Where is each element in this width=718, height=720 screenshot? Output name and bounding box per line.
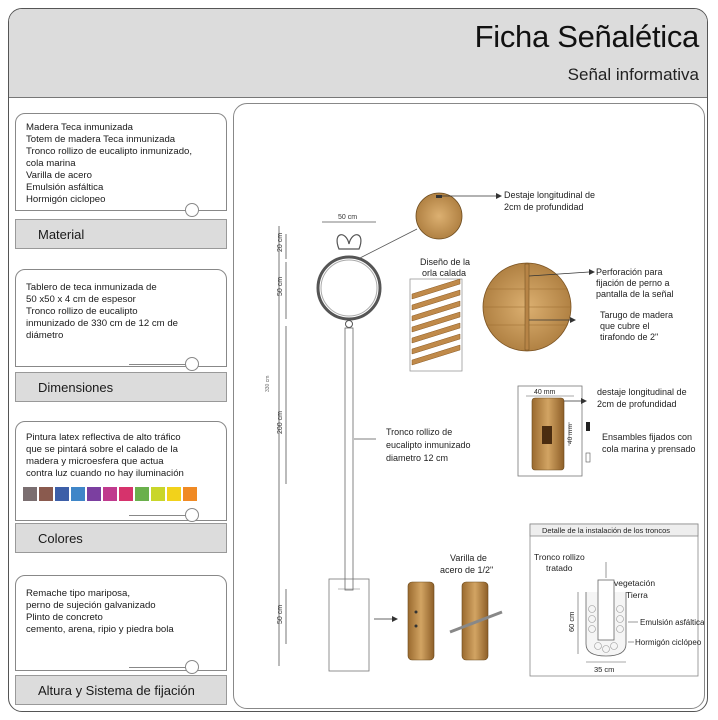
destaje2-text-2: 2cm de profundidad <box>597 399 677 409</box>
fixing-line: perno de sujeción galvanizado <box>26 600 156 611</box>
install-vegetacion: vegetación <box>614 578 655 588</box>
dimensions-line: Tronco rollizo de eucalipto <box>26 306 138 317</box>
destaje-text-2: 2cm de profundidad <box>504 202 584 212</box>
tarugo-text-1: Tarugo de madera <box>600 310 673 320</box>
material-line: Varilla de acero <box>26 170 92 181</box>
material-label: Material <box>15 219 227 249</box>
color-swatch <box>71 487 85 501</box>
dimensions-label: Dimensiones <box>15 372 227 402</box>
color-swatch <box>135 487 149 501</box>
dimension-rail <box>278 226 287 666</box>
dim-50a-label: 50 cm <box>277 277 284 296</box>
varilla-text-2: acero de 1/2" <box>440 565 493 575</box>
color-swatch <box>183 487 197 501</box>
spec-sheet: Ficha Señalética Señal informativa Mader… <box>8 8 708 712</box>
divider <box>129 364 189 365</box>
tronco-text-3: diametro 12 cm <box>386 453 448 463</box>
divider <box>129 210 189 211</box>
install-60-label: 60 cm <box>567 612 576 632</box>
divider <box>129 667 189 668</box>
ensambles-text-2: cola marina y prensado <box>602 444 696 454</box>
perforacion-text-1: Perforación para <box>596 267 663 277</box>
perforacion-text-3: pantalla de la señal <box>596 289 674 299</box>
tarugo-text-2: que cubre el <box>600 321 650 331</box>
colors-panel: Pintura latex reflectiva de alto tráfico… <box>15 421 227 521</box>
page-title: Ficha Señalética <box>474 19 700 54</box>
steel-rod <box>449 610 503 634</box>
destaje-text-1: Destaje longitudinal de <box>504 190 595 200</box>
diagram-panel: 330 cm 20 cm 50 cm 200 cm 50 cm 50 cm <box>233 103 705 709</box>
color-swatch <box>55 487 69 501</box>
install-tronco-2: tratado <box>546 563 573 573</box>
tronco-text-1: Tronco rollizo de <box>386 427 452 437</box>
colors-line: que se pintará sobre el calado de la <box>26 444 179 455</box>
page-subtitle: Señal informativa <box>567 65 699 84</box>
install-35-label: 35 cm <box>594 665 614 674</box>
material-panel: Madera Teca inmunizada Totem de madera T… <box>15 113 227 211</box>
install-detail-title: Detalle de la instalación de los troncos <box>542 526 670 535</box>
color-swatch <box>167 487 181 501</box>
dim-40a-label: 40 mm <box>534 389 556 396</box>
material-line: Tronco rollizo de eucalipto inmunizado, <box>26 146 193 157</box>
color-swatch <box>151 487 165 501</box>
destaje-disc <box>415 192 463 240</box>
install-hormigon: Hormigón ciclópeo <box>635 638 702 647</box>
material-line: Madera Teca inmunizada <box>26 122 134 133</box>
color-swatch <box>39 487 53 501</box>
colors-line: Pintura latex reflectiva de alto tráfico <box>26 432 181 443</box>
fixing-panel: Remache tipo mariposa, perno de sujeción… <box>15 575 227 671</box>
install-tronco-1: Tronco rollizo <box>534 552 585 562</box>
dim-40b-label: 40 mm <box>567 424 574 444</box>
panel-knob <box>185 203 199 217</box>
orla-text-2: orla calada <box>422 268 466 278</box>
color-swatch <box>87 487 101 501</box>
colors-line: contra luz cuando no hay iluminación <box>26 468 184 479</box>
fixing-line: Remache tipo mariposa, <box>26 588 130 599</box>
dimensions-panel: Tablero de teca inmunizada de 50 x50 x 4… <box>15 269 227 367</box>
colors-label: Colores <box>15 523 227 553</box>
signage-diagram: 330 cm 20 cm 50 cm 200 cm 50 cm 50 cm <box>265 190 705 677</box>
dim-50b-label: 50 cm <box>277 605 284 624</box>
panel-knob <box>185 357 199 371</box>
dimensions-line: diámetro <box>26 330 64 341</box>
dim-200-label: 200 cm <box>277 411 284 434</box>
install-tierra: Tierra <box>626 590 648 600</box>
panel-knob <box>185 660 199 674</box>
tronco-text-2: eucalipto inmunizado <box>386 440 471 450</box>
rod-log-1 <box>407 581 435 661</box>
fixing-line: cemento, arena, ripio y piedra bola <box>26 624 174 635</box>
destaje2-text-1: destaje longitudinal de <box>597 387 687 397</box>
totem-drawing <box>316 234 382 672</box>
material-line: Hormigón ciclopeo <box>26 194 106 205</box>
color-swatch <box>23 487 37 501</box>
perforacion-text-2: fijación de perno a <box>596 278 670 288</box>
tarugo-text-3: tirafondo de 2" <box>600 332 658 342</box>
orla-text-1: Diseño de la <box>420 257 470 267</box>
dim-20-label: 20 cm <box>277 233 284 252</box>
fixing-label: Altura y Sistema de fijación <box>15 675 227 705</box>
dim-total-label: 330 cm <box>265 376 271 392</box>
ensambles-text-1: Ensambles fijados con <box>602 432 692 442</box>
varilla-text-1: Varilla de <box>450 553 487 563</box>
divider <box>129 515 189 516</box>
colors-line: madera y microesfera que actua <box>26 456 164 467</box>
material-line: Totem de madera Teca inmunizada <box>26 134 176 145</box>
dimensions-line: inmunizado de 330 cm de 12 cm de <box>26 318 178 329</box>
header: Ficha Señalética Señal informativa <box>9 9 707 98</box>
installed-log <box>597 579 615 641</box>
orla-slats <box>411 278 461 366</box>
material-line: Emulsión asfáltica <box>26 182 104 193</box>
dimensions-line: 50 x50 x 4 cm de espesor <box>26 294 136 305</box>
color-swatches <box>23 487 197 501</box>
fixing-line: Plinto de concreto <box>26 612 103 623</box>
color-swatch <box>103 487 117 501</box>
stones <box>588 605 624 653</box>
dimensions-line: Tablero de teca inmunizada de <box>26 282 157 293</box>
material-line: cola marina <box>26 158 76 169</box>
color-swatch <box>119 487 133 501</box>
install-emulsion: Emulsión asfáltica <box>640 618 704 627</box>
panel-knob <box>185 508 199 522</box>
dim-top-label: 50 cm <box>338 214 357 221</box>
